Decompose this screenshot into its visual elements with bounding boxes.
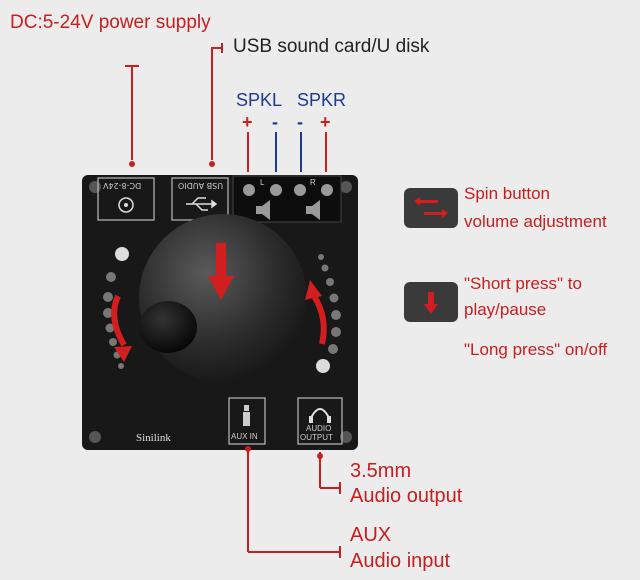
spkl-label: SPKL: [236, 90, 283, 110]
screw-bottom-right: [340, 431, 352, 443]
aux-label-2: Audio input: [350, 550, 451, 572]
usb-label: USB sound card/U disk: [233, 36, 430, 57]
speaker-icon-right: [306, 200, 320, 220]
short-press-label-1: "Short press" to: [464, 274, 582, 293]
volume-knob: [139, 214, 307, 382]
brand-label: Sinilink: [136, 432, 171, 444]
usb-icon: [186, 197, 218, 211]
spin-label-1: Spin button: [464, 184, 551, 203]
aux-port-label: AUX IN: [231, 432, 258, 441]
spkr-minus: -: [297, 112, 303, 132]
rotate-cw-arrow-icon: [311, 294, 327, 345]
screw-bottom-left: [89, 431, 101, 443]
press-arrow-icon: [208, 276, 234, 300]
spin-arrows-icon: [414, 197, 448, 218]
short-press-label-2: play/pause: [464, 300, 547, 319]
usb-port-label: USB AUDIO: [178, 181, 224, 190]
dc-port-label: DC-8-24V: [103, 181, 142, 190]
led-indicators-left: [103, 247, 129, 369]
spkl-plus: +: [242, 112, 253, 132]
long-press-label: "Long press" on/off: [464, 340, 608, 359]
spkl-minus: -: [272, 112, 278, 132]
audio-port-label-2: OUTPUT: [300, 433, 333, 442]
aux-label-1: AUX: [350, 524, 392, 546]
speaker-icon-left: [256, 200, 270, 220]
dc-jack-icon: [118, 197, 134, 213]
spin-label-2: volume adjustment: [464, 212, 607, 231]
spkr-label: SPKR: [297, 90, 347, 110]
audio-output-label-2: Audio output: [350, 485, 463, 507]
aux-jack-icon: [243, 405, 250, 426]
down-arrow-icon: [424, 292, 438, 314]
rotate-ccw-arrow-icon: [111, 294, 127, 347]
spkr-plus: +: [320, 112, 331, 132]
audio-port-label-1: AUDIO: [306, 424, 332, 433]
knob-cap: [139, 301, 197, 353]
screw-top-right: [340, 181, 352, 193]
audio-output-label-1: 3.5mm: [350, 460, 412, 482]
power-supply-label: DC:5-24V power supply: [10, 12, 211, 33]
led-indicators-right: [316, 254, 341, 373]
screw-top-left: [89, 181, 101, 193]
headphone-icon: [310, 408, 330, 419]
speaker-terminal-block: [232, 175, 342, 223]
terminal-r-label: R: [310, 178, 316, 187]
terminal-l-label: L: [260, 178, 265, 187]
spin-legend-box: [404, 188, 458, 228]
